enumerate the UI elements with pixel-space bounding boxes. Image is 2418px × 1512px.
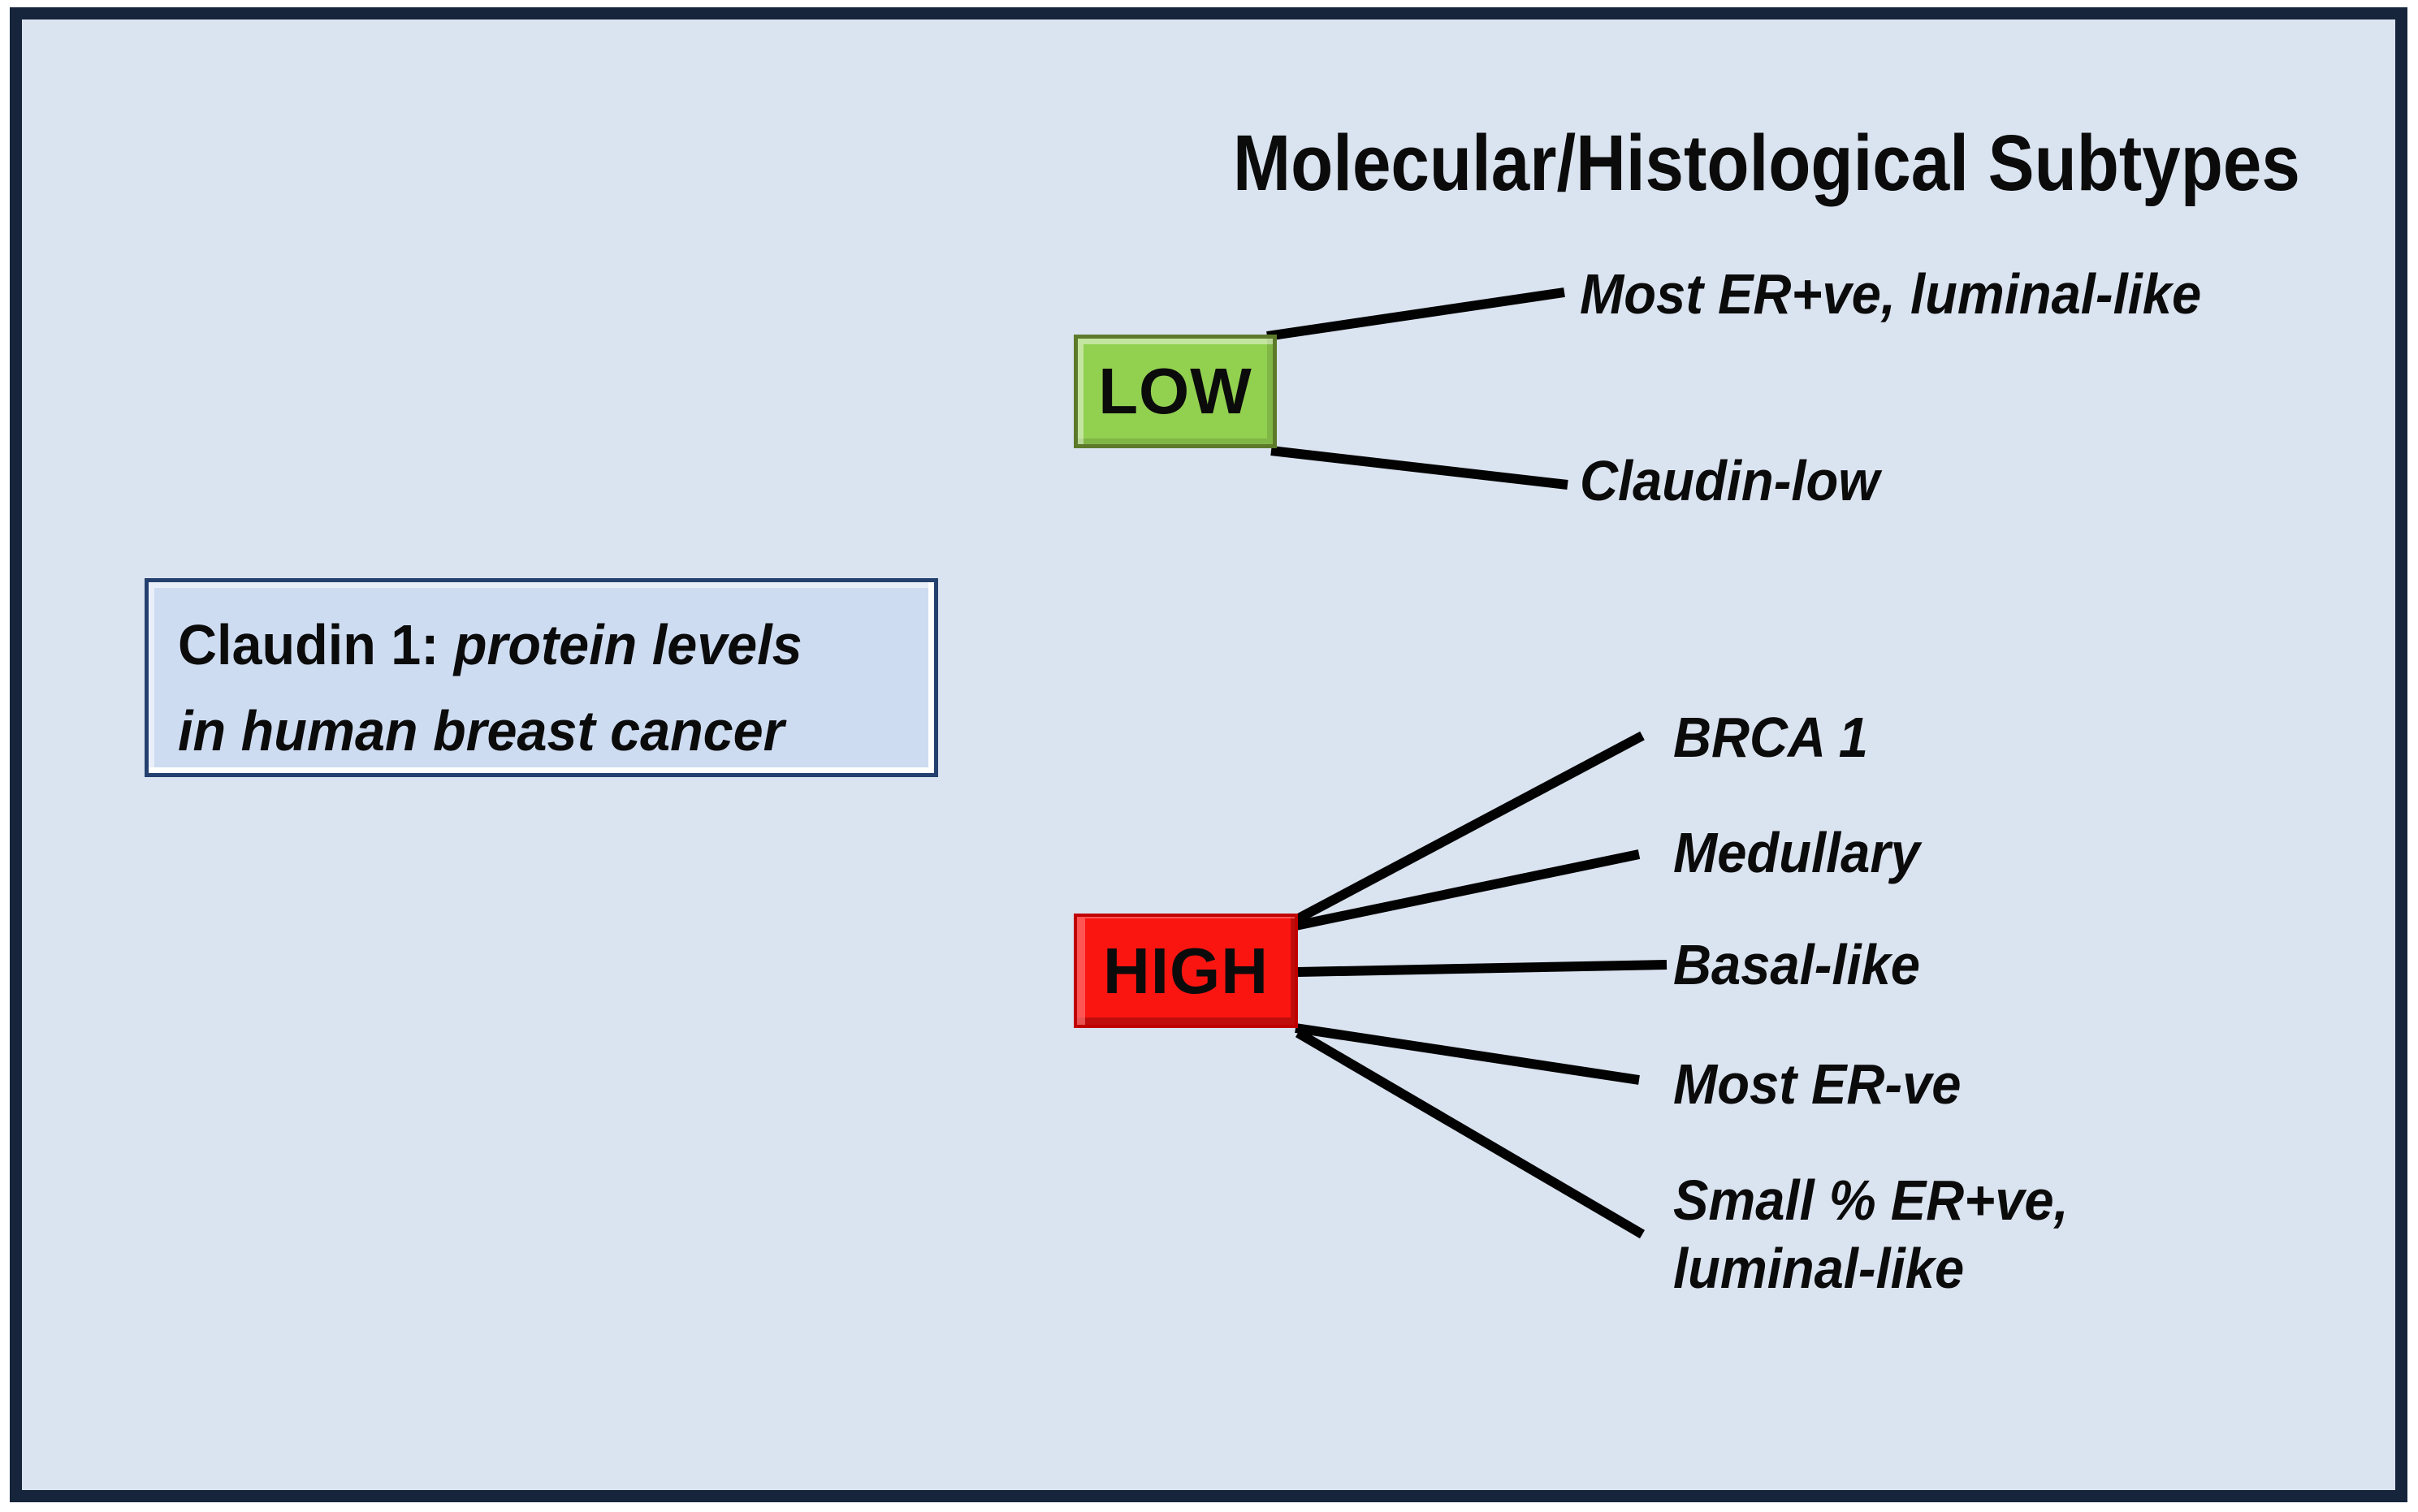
high-node-label: HIGH bbox=[1103, 934, 1269, 1007]
connector-high-small-er-positive bbox=[1295, 1028, 1646, 1239]
diagram-title-text: Molecular/Histological Subtypes bbox=[1233, 119, 2300, 207]
connector-high-most-er-negative bbox=[1295, 1023, 1640, 1085]
claudin-description-line1: Claudin 1: protein levels bbox=[178, 602, 896, 688]
connector-high-basal-like bbox=[1297, 960, 1668, 977]
connector-high-medullary bbox=[1294, 849, 1641, 931]
low-node-label: LOW bbox=[1098, 355, 1252, 427]
branch-label-most-er-positive: Most ER+ve, luminal-like bbox=[1580, 262, 2202, 326]
connector-high-brca1 bbox=[1291, 731, 1645, 926]
diagram-title: Molecular/Histological Subtypes bbox=[1233, 119, 2418, 208]
claudin-description-text: Claudin 1: protein levels in human breas… bbox=[178, 602, 896, 774]
branch-label-medullary: Medullary bbox=[1673, 821, 1920, 884]
branch-label-basal-like: Basal-like bbox=[1673, 933, 1920, 996]
connector-low-most-er-positive bbox=[1266, 287, 1565, 341]
branch-label-small-er-positive: Small % ER+ve, luminal-like bbox=[1673, 1169, 2069, 1300]
branch-label-brca1: BRCA 1 bbox=[1673, 706, 1868, 769]
high-node: HIGH bbox=[1074, 914, 1298, 1028]
claudin-description-line1-plain: Claudin 1: bbox=[178, 613, 454, 676]
claudin-description-line1-italic: protein levels bbox=[453, 613, 802, 676]
low-node: LOW bbox=[1074, 335, 1277, 448]
claudin-description-line2: in human breast cancer bbox=[178, 699, 785, 762]
branch-label-most-er-negative: Most ER-ve bbox=[1673, 1052, 1962, 1116]
claudin-description-box: Claudin 1: protein levels in human breas… bbox=[145, 578, 938, 777]
branch-label-claudin-low: Claudin-low bbox=[1580, 449, 1879, 512]
connector-low-claudin-low bbox=[1270, 446, 1568, 490]
